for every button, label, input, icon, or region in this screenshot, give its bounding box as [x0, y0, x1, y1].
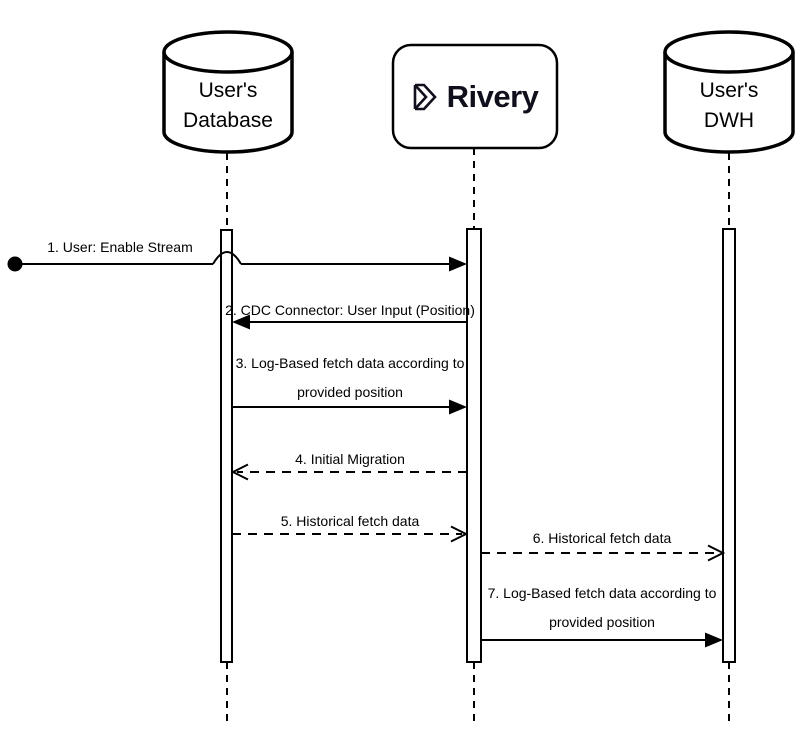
- message-1-arrowhead: [449, 256, 467, 272]
- activation-bar-database: [220, 229, 233, 663]
- message-5-label: 5. Historical fetch data: [280, 513, 420, 529]
- message-2-label: 2. CDC Connector: User Input (Position): [225, 302, 475, 318]
- message-2-arrowhead: [232, 314, 250, 330]
- actor-label-database-line2: Database: [183, 109, 273, 132]
- message-6-label: 6. Historical fetch data: [532, 530, 672, 546]
- actor-label-dwh-line2: DWH: [703, 109, 755, 132]
- message-3-label-line1: 3. Log-Based fetch data according to: [235, 355, 465, 371]
- actor-label-database-line1: User's: [198, 79, 258, 102]
- message-7-label-line2: provided position: [549, 614, 655, 630]
- message-3-label: 3. Log-Based fetch data according to pro…: [236, 349, 465, 407]
- message-6-arrowhead: [707, 544, 726, 562]
- actor-label-dwh: User's DWH: [665, 76, 793, 136]
- actor-label-database: User's Database: [164, 76, 292, 136]
- database-cylinder-shape: [162, 30, 294, 154]
- message-3-label-line2: provided position: [297, 384, 403, 400]
- rivery-box-shape: [391, 43, 559, 150]
- dwh-cylinder-shape: [663, 30, 795, 154]
- rivery-wordmark: Rivery: [446, 78, 539, 114]
- message-7-arrowhead: [705, 632, 723, 648]
- message-4-arrowhead: [230, 463, 249, 481]
- message-3-arrowhead: [449, 399, 467, 415]
- message-1-hop-arc: [212, 251, 242, 265]
- actor-label-dwh-line1: User's: [699, 79, 759, 102]
- message-5-arrowhead: [450, 525, 469, 543]
- message-7-label: 7. Log-Based fetch data according to pro…: [488, 579, 717, 637]
- actor-label-rivery: Rivery: [393, 45, 557, 148]
- activation-bar-dwh: [722, 228, 736, 663]
- message-1-label: 1. User: Enable Stream: [47, 239, 193, 255]
- message-4-label: 4. Initial Migration: [295, 451, 405, 467]
- activation-bar-rivery: [466, 228, 482, 663]
- rivery-logo-icon: [413, 83, 437, 110]
- message-7-label-line1: 7. Log-Based fetch data according to: [487, 585, 717, 601]
